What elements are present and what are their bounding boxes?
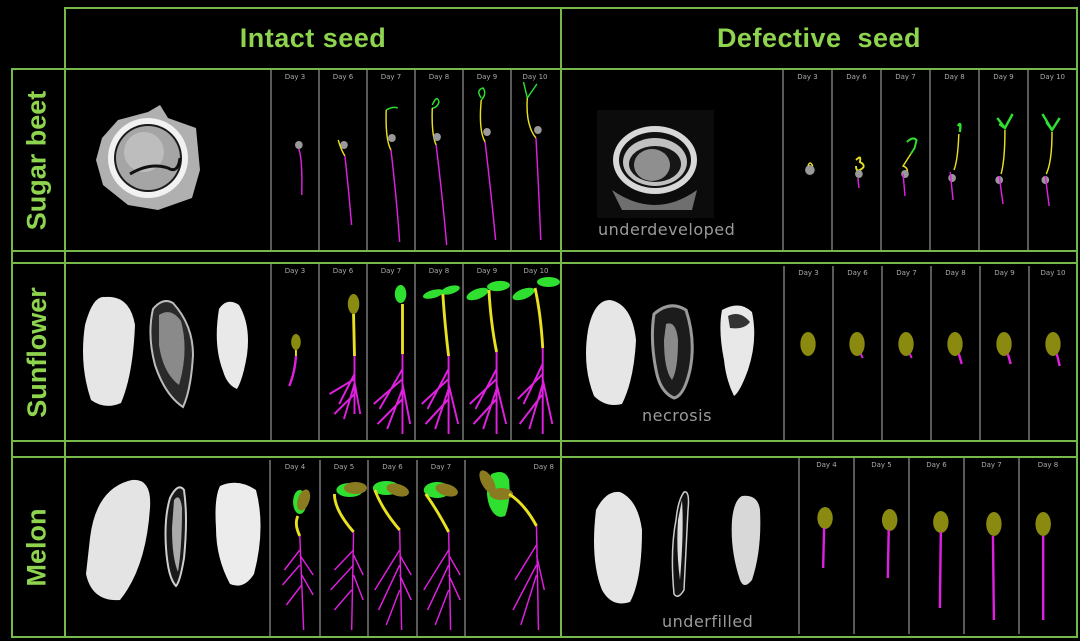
time-frame: Day 6 <box>318 70 366 250</box>
row-label-melon: Melon <box>21 508 52 586</box>
time-series-strip: Day 3 Day 6 Day 7 Day 8 Day 9 Day 10 <box>783 266 1076 440</box>
time-frame: Day 5 <box>853 458 908 634</box>
time-frame: Day 9 <box>978 70 1027 250</box>
grid-line <box>11 440 1078 442</box>
time-frame: Day 7 <box>881 266 930 440</box>
time-frame: Day 3 <box>270 70 318 250</box>
grid-line <box>11 456 1078 458</box>
grid-line <box>11 68 13 638</box>
time-series-strip: Day 4 Day 5 Day 6 Day 7 Day 8 <box>798 458 1076 634</box>
time-frame: Day 10 <box>1027 70 1076 250</box>
time-series-strip: Day 4 Day 5 Day 6 Day 7 Day 8 <box>269 460 560 636</box>
time-series-strip: Day 3 Day 6 Day 7 Day 8 Day 9 Day 10 <box>270 264 560 440</box>
seed-3d-render <box>586 300 755 405</box>
column-header-label: Intact seed <box>239 22 387 53</box>
time-frame: Day 10 <box>510 70 558 250</box>
time-frame: Day 8 <box>414 264 462 440</box>
grid-line <box>64 7 1078 9</box>
seed-3d-render <box>86 479 261 601</box>
time-frame: Day 3 <box>782 70 831 250</box>
time-frame: Day 6 <box>908 458 963 634</box>
seed-3d-render <box>594 491 761 604</box>
time-frame: Day 6 <box>831 70 880 250</box>
time-frame: Day 4 <box>798 458 853 634</box>
row-label-sunflower: Sunflower <box>21 286 52 418</box>
seed-mri-image <box>597 110 714 218</box>
time-frame: Day 7 <box>366 264 414 440</box>
time-frame: Day 6 <box>832 266 881 440</box>
time-frame: Day 4 <box>269 460 319 636</box>
defect-annotation: underfilled <box>662 612 754 631</box>
defect-annotation: necrosis <box>642 406 712 425</box>
time-frame: Day 7 <box>416 460 464 636</box>
grid-line <box>11 262 1078 264</box>
grid-line <box>11 636 1078 638</box>
time-frame: Day 7 <box>880 70 929 250</box>
grid-line <box>560 7 562 638</box>
row-label-sugar-beet: Sugar beet <box>21 90 52 230</box>
time-frame: Day 6 <box>367 460 416 636</box>
time-frame: Day 10 <box>510 264 560 440</box>
column-header-defective: Defective seed <box>562 8 1076 68</box>
grid-line <box>11 250 1078 252</box>
column-header-label: Defective seed <box>716 22 922 53</box>
grid-line <box>1076 7 1078 638</box>
defect-annotation: underdeveloped <box>598 220 736 239</box>
time-frame: Day 6 <box>318 264 366 440</box>
time-frame: Day 7 <box>963 458 1018 634</box>
time-frame: Day 3 <box>270 264 318 440</box>
time-frame: Day 3 <box>783 266 832 440</box>
time-series-strip: Day 3 Day 6 Day 7 Day 8 Day 9 Day 10 <box>270 70 560 250</box>
time-frame: Day 5 <box>319 460 367 636</box>
seed-3d-render <box>83 296 248 409</box>
time-series-strip: Day 3 Day 6 Day 7 Day 8 Day 9 Day 10 <box>782 70 1076 250</box>
time-frame: Day 7 <box>366 70 414 250</box>
time-frame: Day 8 <box>929 70 978 250</box>
time-frame: Day 8 <box>414 70 462 250</box>
seed-mri-image <box>96 105 200 210</box>
column-header-intact: Intact seed <box>66 8 560 68</box>
time-frame: Day 8 <box>1018 458 1076 634</box>
time-frame: Day 8 <box>464 460 560 636</box>
time-frame: Day 9 <box>462 70 510 250</box>
time-frame: Day 8 <box>930 266 979 440</box>
time-frame: Day 10 <box>1028 266 1076 440</box>
grid-line <box>11 68 1078 70</box>
grid-line <box>64 7 66 638</box>
time-frame: Day 9 <box>979 266 1028 440</box>
time-frame: Day 9 <box>462 264 510 440</box>
